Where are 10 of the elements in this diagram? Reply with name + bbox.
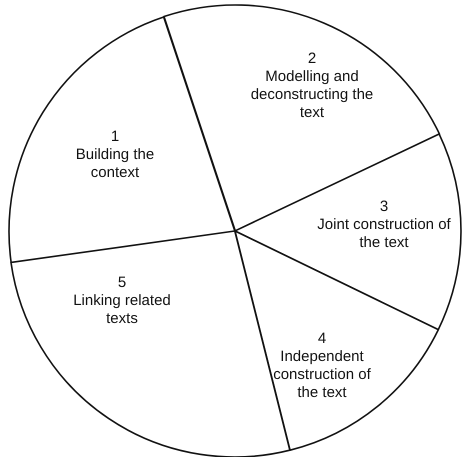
step-label: Building the context xyxy=(74,146,156,182)
step-label: Independent construction of the text xyxy=(272,348,372,402)
step-number: 3 xyxy=(380,198,388,216)
step-number: 2 xyxy=(308,50,316,68)
step-label: Joint construction of the text xyxy=(316,216,452,252)
step-label: Linking related texts xyxy=(72,292,172,328)
step-number: 1 xyxy=(110,128,120,146)
step-label: Modelling and deconstructing the text xyxy=(250,68,374,122)
step-number: 5 xyxy=(118,274,126,292)
step-number: 4 xyxy=(318,330,326,348)
